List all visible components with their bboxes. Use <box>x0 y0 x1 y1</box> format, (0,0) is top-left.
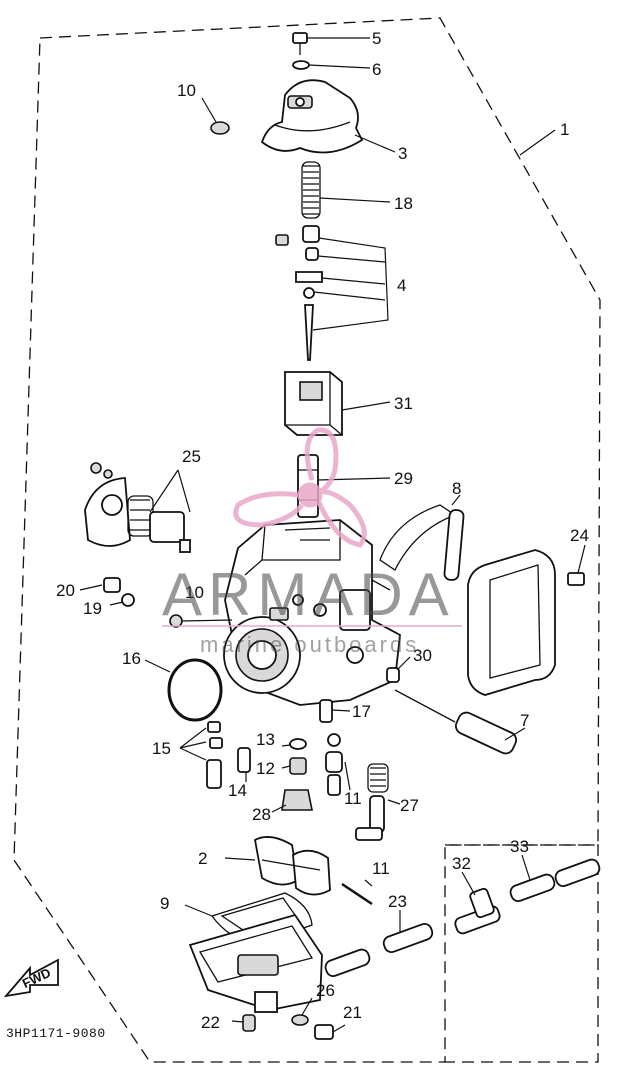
fwd-label: FWD <box>20 965 53 991</box>
washer-part-6 <box>292 60 310 70</box>
callout-6: 6 <box>372 60 381 79</box>
hose-part-24-b <box>382 923 434 953</box>
spring-part-19 <box>301 161 321 219</box>
screw-part-5 <box>292 32 308 55</box>
callout-3: 3 <box>398 144 407 163</box>
sub-kit-boundary <box>445 844 599 1063</box>
callout-33: 32 <box>452 854 471 873</box>
hose-part-34-b <box>554 858 601 887</box>
drain-screw-part-23 <box>242 1014 256 1032</box>
callout-16: 15 <box>152 739 171 758</box>
armada-watermark: ARMADA marine outboards <box>162 427 462 657</box>
screw-part-22 <box>314 1024 334 1040</box>
pump-part-26 <box>84 462 191 553</box>
jet-part-13 <box>289 757 307 775</box>
needle-assembly-part-4 <box>275 225 323 361</box>
pilot-jets-part-16 <box>206 721 223 789</box>
hose-part-34-a <box>509 873 556 902</box>
callout-18: 17 <box>352 702 371 721</box>
callout-23: 22 <box>201 1013 220 1032</box>
callout-24: 23 <box>388 892 407 911</box>
callout-21: 20 <box>56 581 75 600</box>
screw-part-31 <box>386 667 400 683</box>
callout-2: 2 <box>198 849 207 868</box>
callout-25: 24 <box>570 526 589 545</box>
propeller-logo-icon <box>233 427 367 548</box>
callout-26: 25 <box>182 447 201 466</box>
callout-labels: 5 6 10 3 1 18 4 31 29 8 24 25 20 19 10 1… <box>56 29 589 1032</box>
washer-part-14 <box>289 738 307 750</box>
callout-28: 27 <box>400 796 419 815</box>
callout-10-side: 10 <box>185 583 204 602</box>
callout-34: 33 <box>510 837 529 856</box>
float-part-2 <box>253 836 331 896</box>
callout-27: 26 <box>316 981 335 1000</box>
callout-17: 16 <box>122 649 141 668</box>
hose-part-8 <box>379 504 465 581</box>
callout-14: 13 <box>256 730 275 749</box>
callout-9: 9 <box>160 894 169 913</box>
callout-7: 7 <box>520 711 529 730</box>
callout-4: 4 <box>397 276 406 295</box>
callout-31: 30 <box>413 646 432 665</box>
screw-part-21 <box>103 577 121 593</box>
jet-part-15 <box>237 747 251 773</box>
needle-valve-part-18 <box>319 699 333 723</box>
fwd-direction-arrow: FWD <box>3 958 59 998</box>
callout-30: 29 <box>394 469 413 488</box>
callout-12: 11 <box>372 859 390 878</box>
callout-10-top: 10 <box>177 81 196 100</box>
callout-19: 18 <box>394 194 413 213</box>
carburetor-body <box>223 519 401 706</box>
top-cover-part-3 <box>260 79 364 154</box>
throttle-screw-part-7 <box>394 689 518 755</box>
gasket-part-9 <box>210 892 313 946</box>
callout-20: 19 <box>83 599 102 618</box>
cap-part-10-top <box>210 121 230 135</box>
prop-hub <box>297 482 323 508</box>
callout-8: 8 <box>452 479 461 498</box>
assembly-boundary <box>13 17 601 1063</box>
cover-part-25 <box>467 549 585 696</box>
callout-5: 5 <box>372 29 381 48</box>
callout-13: 12 <box>256 759 275 778</box>
washer-part-20 <box>121 593 135 607</box>
float-pin-part-12 <box>341 882 373 906</box>
callout-29: 28 <box>252 805 271 824</box>
callout-32: 31 <box>394 394 413 413</box>
throttle-valve-part-32 <box>284 371 343 436</box>
o-ring-part-27 <box>291 1014 309 1026</box>
fitting-part-33 <box>454 887 501 935</box>
watermark-subtitle: marine outboards <box>200 632 419 657</box>
callout-1: 1 <box>560 120 569 139</box>
hose-part-24-a <box>324 948 371 977</box>
float-valve-seat-part-29 <box>281 789 313 811</box>
pilot-screw-part-28 <box>355 763 389 841</box>
callout-11: 11 <box>344 789 362 808</box>
callout-22: 21 <box>343 1003 362 1022</box>
callout-15: 14 <box>228 781 247 800</box>
float-bowl <box>188 913 323 1013</box>
prop-blade-top <box>304 427 339 498</box>
needle-valve-part-11 <box>325 733 343 796</box>
watermark-brand: ARMADA <box>162 561 455 628</box>
prop-blade-right <box>315 489 367 548</box>
drawing-code: 3HP1171-9080 <box>6 1026 106 1041</box>
o-ring-part-17 <box>167 658 223 722</box>
prop-blade-left <box>233 491 304 528</box>
